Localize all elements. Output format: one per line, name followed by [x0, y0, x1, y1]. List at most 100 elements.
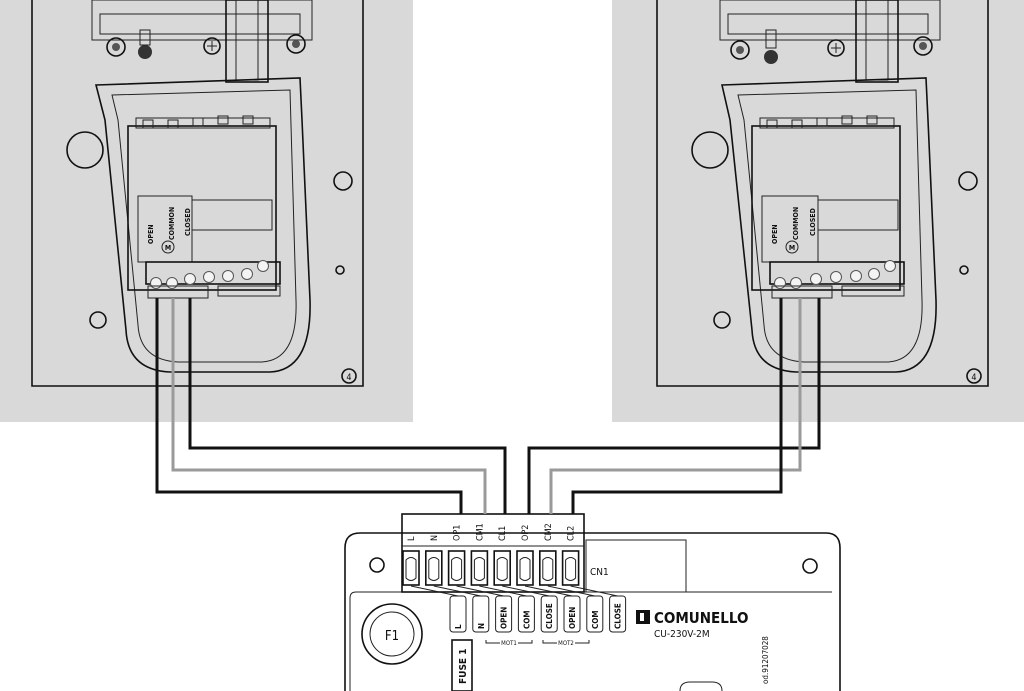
- terminal-screw-icon: [451, 557, 463, 581]
- corner-number: 4: [346, 373, 351, 383]
- panel-background-left: [0, 0, 413, 422]
- motor-housing-left: [31, 0, 364, 387]
- terminal-bottom-label: COM: [522, 610, 531, 629]
- brand-name: COMUNELLO: [654, 609, 748, 627]
- terminal-label-cm1: CM1: [475, 523, 485, 541]
- label-closed: CLOSED: [809, 208, 817, 236]
- leader-line: [547, 585, 595, 597]
- wire-op1: [155, 298, 463, 514]
- terminal-label-op2: OP2: [521, 525, 531, 541]
- terminal-screw-icon: [222, 270, 234, 282]
- board-enclosure: [344, 532, 841, 691]
- electrical-compartment-left: [94, 77, 311, 373]
- corner-number: 4: [971, 373, 976, 383]
- motor-symbol-icon: [785, 240, 799, 254]
- label-open: OPEN: [147, 224, 155, 244]
- label-closed: CLOSED: [184, 208, 192, 236]
- terminal-screw-icon: [519, 557, 531, 581]
- terminal-screw-icon: [496, 557, 508, 581]
- terminal-bottom-label: COM: [591, 610, 600, 629]
- terminal-screw-icon: [868, 268, 880, 280]
- terminal-screw-icon: [850, 270, 862, 282]
- motor-symbol-label: M: [789, 244, 795, 252]
- leader-line: [524, 585, 573, 597]
- terminal-screw-icon: [810, 273, 822, 285]
- label-common: COMMON: [168, 207, 176, 240]
- terminal-slot: [447, 550, 466, 586]
- fuse-label: F1: [385, 629, 399, 644]
- mounting-hole-icon: [958, 171, 978, 191]
- terminal-slot: [470, 550, 489, 586]
- terminal-block-name: CN1: [590, 567, 609, 578]
- screw-terminal-row-right: [769, 261, 905, 285]
- motor-symbol-label: M: [165, 244, 171, 252]
- terminal-bottom-label: OPEN: [500, 607, 509, 629]
- terminal-screw-icon: [473, 557, 485, 581]
- wire-cl1: [188, 298, 507, 514]
- terminal-bottom-label: OPEN: [568, 607, 577, 629]
- electrical-compartment-right: [721, 77, 937, 373]
- label-common: COMMON: [792, 207, 800, 240]
- wire-cm2: [549, 298, 802, 514]
- control-board: F1 FUSE 1 COMUNELLO CU-230V-2M od.912070…: [344, 532, 841, 691]
- terminal-block-body: [401, 513, 585, 593]
- terminal-screw-icon: [884, 260, 896, 272]
- terminal-label-cm2: CM2: [544, 523, 554, 541]
- leader-line: [479, 585, 527, 597]
- fuse-holder-icon: [361, 603, 423, 665]
- terminal-screw-icon: [184, 273, 196, 285]
- terminal-bottom-label: CLOSE: [614, 603, 623, 629]
- screw-icon: [138, 45, 152, 59]
- motor-symbol-icon: [161, 240, 175, 254]
- mounting-hole-icon: [959, 265, 969, 275]
- terminal-slot: [561, 550, 580, 586]
- fuse-tag: FUSE 1: [458, 649, 469, 684]
- terminal-screw-icon: [542, 557, 554, 581]
- terminal-slot: [402, 550, 420, 586]
- wire-cl2: [571, 298, 783, 514]
- leader-line: [433, 585, 481, 597]
- screw-icon: [286, 34, 306, 54]
- mounting-hole-icon: [369, 557, 385, 573]
- screw-icon: [913, 36, 933, 56]
- terminal-screw-icon: [150, 277, 162, 289]
- corner-marker-icon: [341, 368, 357, 384]
- mounting-hole-icon: [713, 311, 731, 329]
- terminal-slot: [538, 550, 557, 586]
- wiring: [155, 298, 821, 514]
- wire-cm1: [171, 298, 487, 514]
- label-open: OPEN: [771, 224, 779, 244]
- screw-icon: [764, 50, 778, 64]
- terminal-slot: [516, 550, 534, 586]
- screw-icon: [203, 37, 221, 55]
- mounting-hole-icon: [333, 171, 353, 191]
- terminal-screw-icon: [257, 260, 269, 272]
- corner-marker-icon: [966, 368, 982, 384]
- wire-op2: [527, 298, 821, 514]
- terminal-slot: [493, 550, 512, 586]
- terminal-screw-icon: [203, 271, 215, 283]
- terminal-label-n: N: [430, 535, 440, 541]
- terminal-slots: [402, 550, 580, 586]
- terminal-label-op1: OP1: [453, 525, 463, 541]
- mounting-hole-icon: [89, 311, 107, 329]
- mounting-hole-icon: [802, 558, 818, 574]
- model-name: CU-230V-2M: [654, 629, 710, 640]
- terminal-bottom-label: CLOSE: [545, 603, 554, 629]
- leader-line: [456, 585, 504, 597]
- leader-line: [502, 585, 550, 597]
- terminal-screw-icon: [774, 277, 786, 289]
- terminal-screw-icon: [830, 271, 842, 283]
- terminal-screw-icon: [565, 557, 577, 581]
- terminal-label-cl2: CL2: [567, 526, 577, 541]
- terminal-screw-icon: [428, 557, 440, 581]
- screw-terminal-row-left: [145, 261, 281, 285]
- terminal-slot: [424, 550, 443, 586]
- terminal-screw-icon: [241, 268, 253, 280]
- product-code: od.91207028: [761, 636, 770, 684]
- motor-panel-right: 4 OPEN COMMON CLOSED M: [612, 0, 1024, 422]
- terminal-bottom-label: L: [454, 624, 463, 629]
